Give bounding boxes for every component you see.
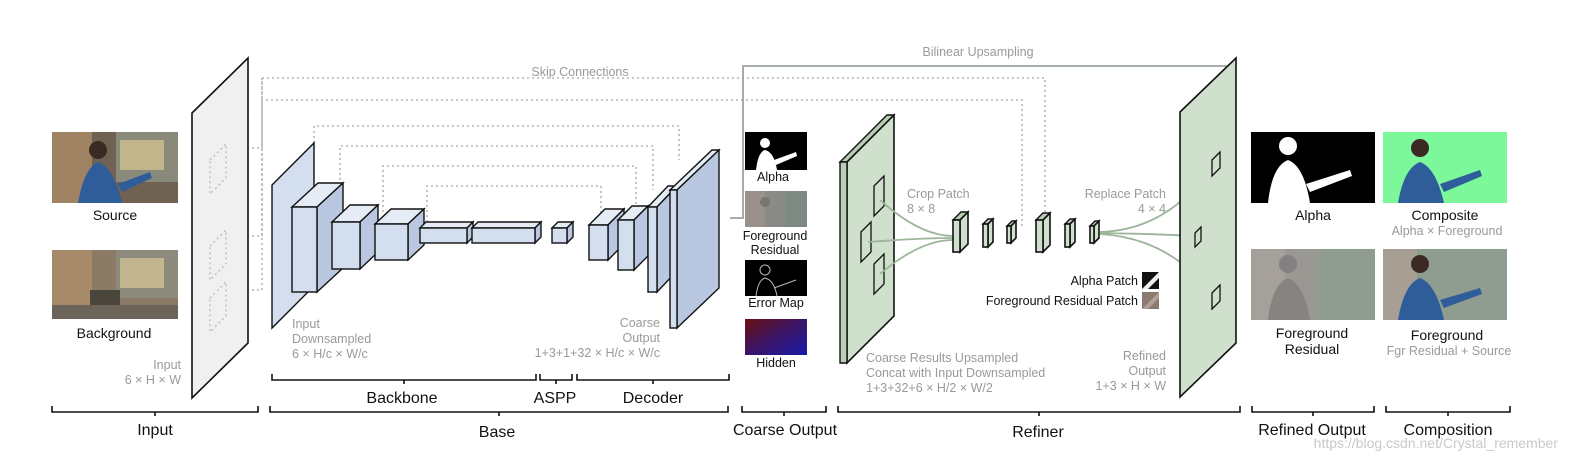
alpha-patch-label: Alpha Patch [1071,274,1138,288]
coarse-error-map-thumb [745,260,807,297]
foreground-label: Foreground [1411,327,1483,343]
refined-fg-residual-label-2: Residual [1285,341,1339,357]
coarse-output-plane [668,148,721,330]
background-label: Background [77,325,152,341]
decoder-section-label: Decoder [623,390,684,407]
coarse-fg-residual-label-2: Residual [751,243,800,257]
crop-patch-label-1: Crop Patch [907,187,970,201]
composite-label: Composite [1412,207,1479,223]
refined-output-note-2: Output [1128,364,1166,378]
main-braces [51,406,1511,416]
coarse-fg-residual-thumb [745,191,807,227]
coarse-alpha-label: Alpha [757,170,789,184]
input-dims-line1: Input [153,358,181,372]
refined-output-note-3: 1+3 × H × W [1095,379,1166,393]
input-dims-line2: 6 × H × W [125,373,181,387]
backbone-note-line3: 6 × H/c × W/c [292,347,368,361]
refiner-input-plane [838,113,896,365]
backbone-section-label: Backbone [366,390,437,407]
source-image [52,132,178,203]
input-section-label: Input [137,422,173,439]
aspp-block [550,220,575,245]
composite-sublabel: Alpha × Foreground [1392,224,1503,238]
input-plane [191,56,249,400]
refined-alpha-label: Alpha [1295,207,1331,223]
refiner-coarse-note-2: Concat with Input Downsampled [866,366,1045,380]
backbone-block-3 [373,207,426,262]
backbone-note-line2: Downsampled [292,332,371,346]
backbone-note-line1: Input [292,317,320,331]
refined-output-plane [1179,56,1237,399]
refiner-patch-6 [1088,219,1101,245]
replace-patch-label-2: 4 × 4 [1138,202,1166,216]
refiner-patch-3 [1005,219,1018,245]
decoder-note-line2: Output [622,331,660,345]
aspp-section-label: ASPP [534,390,577,407]
crop-patch-label-2: 8 × 8 [907,202,935,216]
refiner-coarse-note-3: 1+3+32+6 × H/2 × W/2 [866,381,993,395]
background-image [52,250,178,319]
refiner-patch-2 [981,217,995,249]
decoder-block-2 [616,204,650,272]
refiner-coarse-note-1: Coarse Results Upsampled [866,351,1018,365]
skip-connections-label: Skip Connections [531,65,628,79]
composition-section-label: Composition [1404,422,1493,439]
backbone-block-2 [330,203,380,271]
alpha-patch-swatch [1142,272,1159,289]
coarse-hidden-thumb [745,319,807,355]
refined-output-note-1: Refined [1123,349,1166,363]
refiner-funnel-in [867,199,954,275]
watermark: https://blog.csdn.net/Crystal_remember [1314,435,1559,451]
refined-alpha-image [1251,132,1375,203]
refiner-patch-5 [1063,217,1077,249]
refiner-section-label: Refiner [1012,424,1064,441]
backbone-block-5 [470,220,543,245]
foreground-image [1383,249,1507,320]
refined-output-section-label: Refined Output [1258,422,1366,439]
refined-fg-residual-image [1251,249,1375,320]
decoder-note-line3: 1+3+1+32 × H/c × W/c [535,346,660,360]
skip-connections [232,77,1046,291]
coarse-fg-residual-label-1: Foreground [743,229,808,243]
fg-residual-patch-label: Foreground Residual Patch [986,294,1138,308]
coarse-alpha-thumb [745,132,807,170]
fg-residual-patch-swatch [1142,292,1159,309]
sub-braces [271,374,730,384]
foreground-sublabel: Fgr Residual + Source [1387,344,1512,358]
base-section-label: Base [479,424,516,441]
composite-image [1383,132,1507,203]
replace-patch-label-1: Replace Patch [1085,187,1166,201]
coarse-hidden-label: Hidden [756,356,796,370]
coarse-error-map-label: Error Map [748,296,804,310]
coarse-output-section-label: Coarse Output [733,422,838,439]
decoder-note-line1: Coarse [620,316,660,330]
backbone-block-4 [418,220,475,245]
bilinear-upsampling-label: Bilinear Upsampling [922,45,1033,59]
refined-fg-residual-label-1: Foreground [1276,325,1348,341]
refiner-patch-4 [1034,211,1052,254]
source-label: Source [93,207,138,223]
refiner-patch-1 [951,210,970,254]
